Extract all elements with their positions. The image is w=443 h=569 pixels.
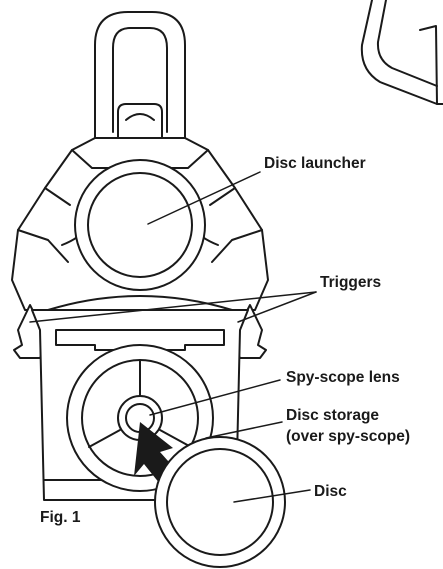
leader-disc-launcher [147,171,261,225]
handle [94,11,186,141]
disc [154,436,286,568]
leader-spy-scope-lens [149,379,281,416]
leader-disc-storage [205,421,283,439]
figure-caption: Fig. 1 [40,509,81,526]
label-spy-scope-lens: Spy-scope lens [286,369,400,386]
partial-device-top-right [360,0,443,105]
disc-launcher [74,159,206,291]
leader-trigger-right [237,291,317,323]
label-disc-launcher: Disc launcher [264,155,366,172]
label-triggers: Triggers [320,274,381,291]
leader-lines [29,171,317,503]
leader-trigger-left [29,291,317,323]
leader-disc [233,489,311,503]
label-disc: Disc [314,483,347,500]
label-disc-storage: Disc storage [286,407,379,424]
label-disc-storage-note: (over spy-scope) [286,428,410,445]
